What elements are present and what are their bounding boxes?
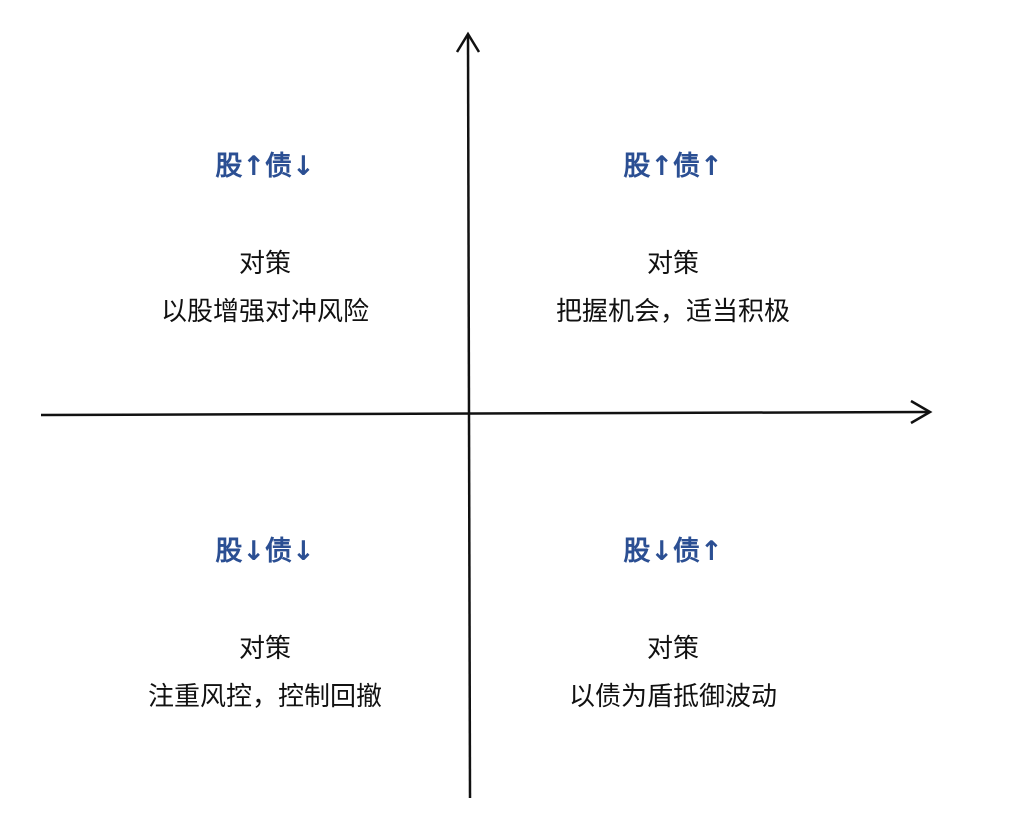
strategy-text: 以股增强对冲风险 <box>160 297 369 327</box>
quadrant-title: 股↓债↓ <box>215 536 315 567</box>
strategy-heading: 对策 <box>238 634 291 664</box>
strategy-heading: 对策 <box>238 249 291 279</box>
x-axis <box>40 410 930 417</box>
strategy-heading: 对策 <box>646 634 699 664</box>
y-axis <box>466 35 472 799</box>
strategy-text: 注重风控，控制回撤 <box>147 682 382 712</box>
quadrant-title: 股↑债↓ <box>215 151 315 182</box>
quadrant-title: 股↓债↑ <box>623 536 723 567</box>
quadrant-title: 股↑债↑ <box>623 151 723 182</box>
strategy-text: 把握机会，适当积极 <box>555 297 790 327</box>
y-axis-arrowhead <box>455 31 481 53</box>
strategy-heading: 对策 <box>646 249 699 279</box>
strategy-text: 以债为盾抵御波动 <box>568 682 777 712</box>
x-axis-arrowhead <box>910 399 933 425</box>
